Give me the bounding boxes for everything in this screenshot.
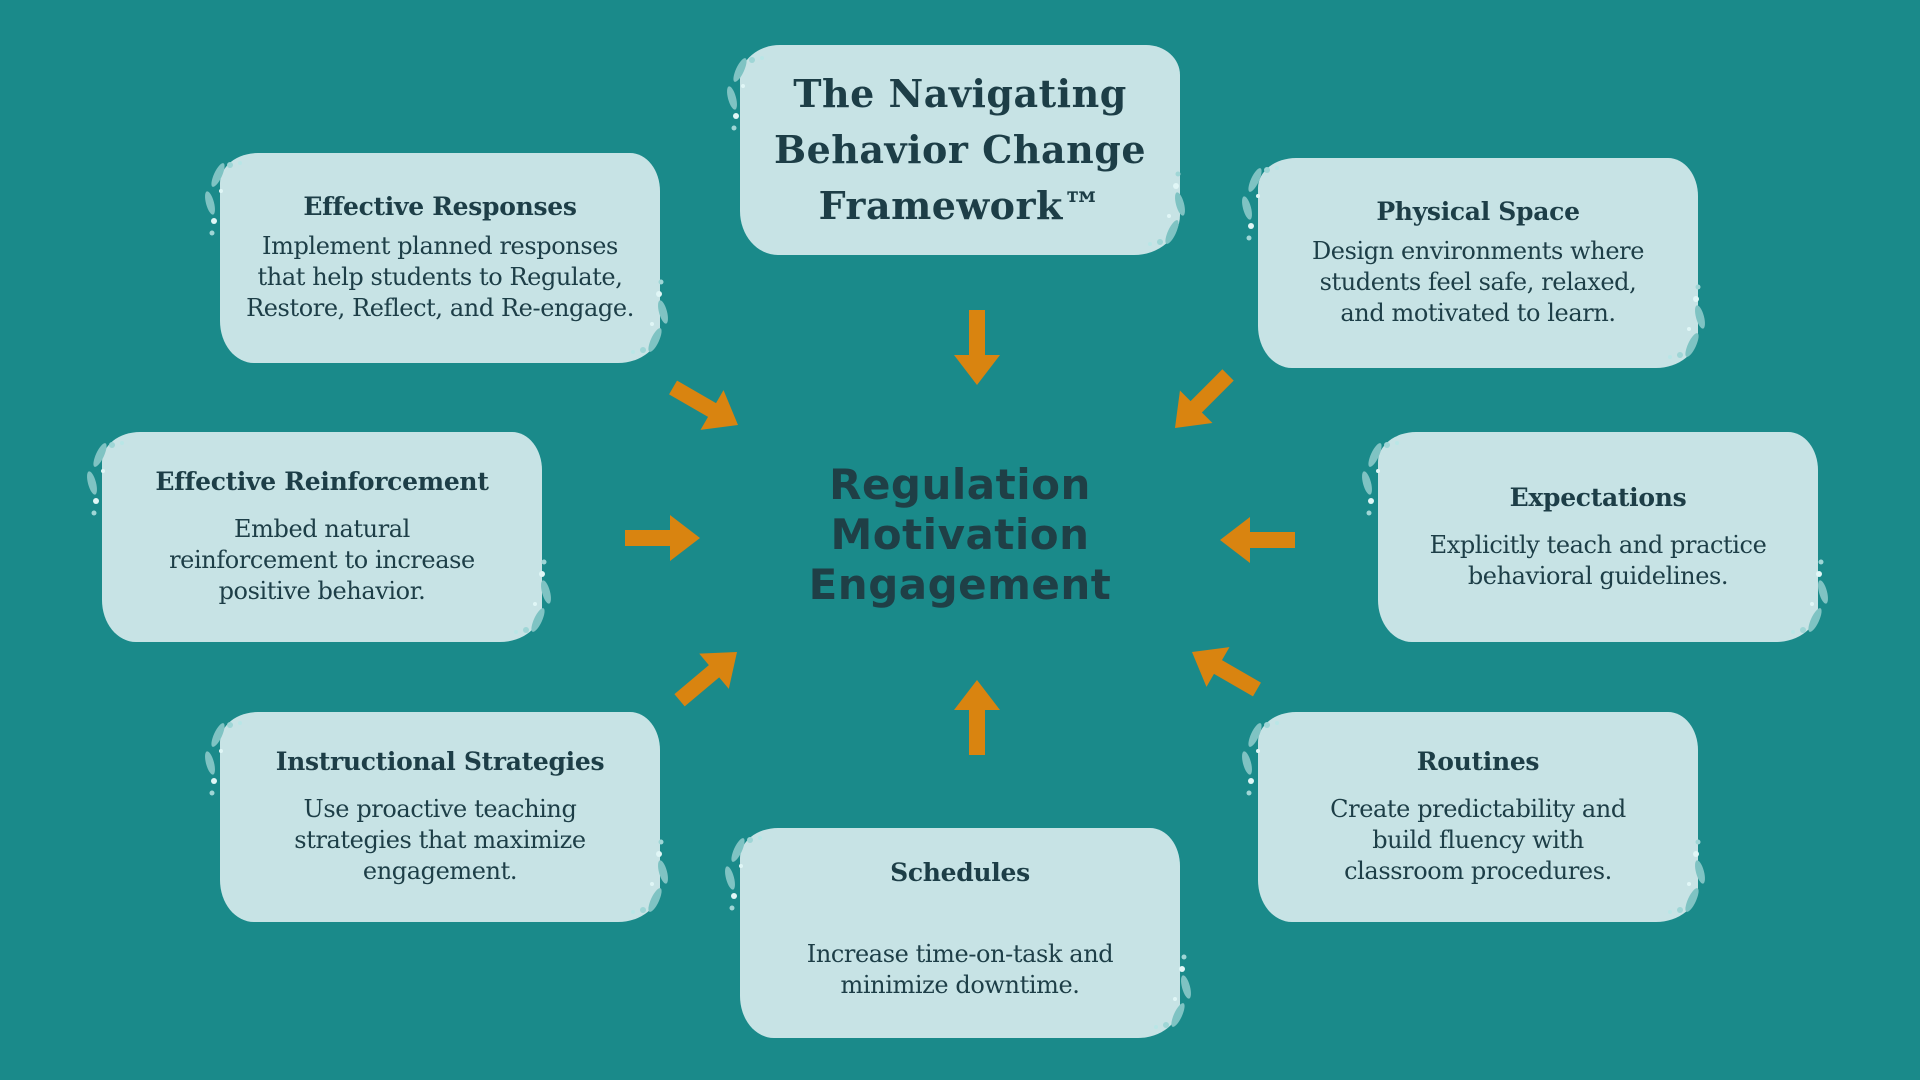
- card-title: Physical Space: [1376, 197, 1580, 226]
- card-routines: Routines Create predictability and build…: [1258, 712, 1698, 922]
- card-title: Expectations: [1509, 482, 1687, 512]
- center-focus-text: Regulation Motivation Engagement: [808, 460, 1112, 609]
- card-title: Instructional Strategies: [275, 747, 605, 776]
- card-effective-responses: Effective Responses Implement planned re…: [220, 153, 660, 363]
- card-physical-space: Physical Space Design environments where…: [1258, 158, 1698, 368]
- arrow-from-schedules: [954, 680, 1000, 755]
- arrow-from-title: [954, 310, 1000, 385]
- title-card: The Navigating Behavior Change Framework…: [740, 45, 1180, 255]
- arrow-from-expectations: [1220, 517, 1295, 563]
- card-title: Effective Reinforcement: [155, 467, 489, 496]
- card-title: Routines: [1416, 747, 1540, 776]
- card-description: Implement planned responses that help st…: [246, 232, 634, 322]
- card-description: Explicitly teach and practice behavioral…: [1429, 530, 1767, 590]
- arrow-from-routines: [1192, 647, 1261, 697]
- card-title: Schedules: [890, 858, 1030, 887]
- framework-title: The Navigating Behavior Change Framework…: [773, 71, 1147, 228]
- arrow-from-effective-responses: [669, 380, 738, 430]
- card-description: Embed natural reinforcement to increase …: [169, 515, 475, 605]
- card-description: Use proactive teaching strategies that m…: [294, 795, 586, 885]
- arrow-from-physical-space: [1175, 369, 1234, 428]
- card-expectations: Expectations Explicitly teach and practi…: [1378, 432, 1818, 642]
- arrow-from-effective-reinforcement: [625, 515, 700, 561]
- card-description: Design environments where students feel …: [1311, 237, 1645, 327]
- card-instructional-strategies: Instructional Strategies Use proactive t…: [220, 712, 660, 922]
- card-description: Increase time-on-task and minimize downt…: [806, 940, 1114, 999]
- card-description: Create predictability and build fluency …: [1330, 795, 1626, 885]
- card-schedules: Schedules Increase time-on-task and mini…: [740, 828, 1180, 1038]
- card-effective-reinforcement: Effective Reinforcement Embed natural re…: [102, 432, 542, 642]
- card-title: Effective Responses: [303, 192, 577, 221]
- arrow-from-instructional-strategies: [674, 652, 737, 707]
